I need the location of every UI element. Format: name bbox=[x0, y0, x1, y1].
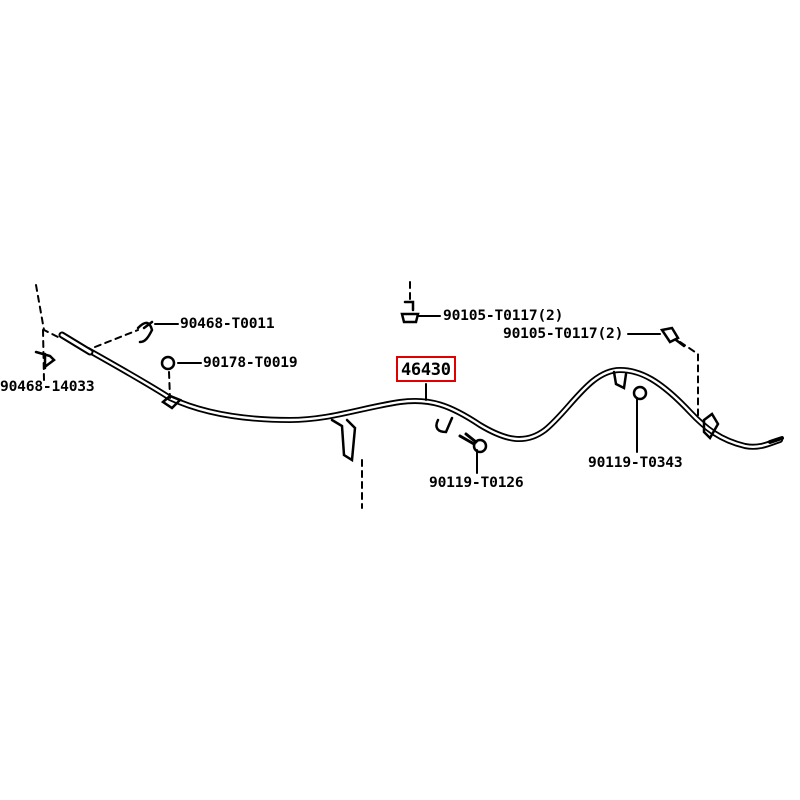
grommet-icon bbox=[702, 412, 720, 441]
main-part-highlight[interactable]: 46430 bbox=[396, 356, 456, 382]
callout-90468-14033[interactable]: 90468-14033 bbox=[0, 378, 95, 395]
callout-90105-T0117-right[interactable]: 90105-T0117(2) bbox=[503, 325, 624, 342]
bracket-icon bbox=[160, 394, 183, 410]
bracket-icon bbox=[612, 370, 628, 390]
clip-icon bbox=[136, 320, 154, 344]
bolt-icon bbox=[458, 432, 478, 446]
callout-90105-T0117-top[interactable]: 90105-T0117(2) bbox=[443, 307, 564, 324]
clip-icon bbox=[34, 350, 56, 370]
main-part-number: 46430 bbox=[401, 360, 451, 380]
cable-end bbox=[768, 436, 784, 444]
callout-90468-T0011[interactable]: 90468-T0011 bbox=[180, 315, 275, 332]
bolt-icon bbox=[400, 300, 420, 324]
bolt-icon bbox=[632, 385, 648, 401]
callout-90119-T0126[interactable]: 90119-T0126 bbox=[429, 474, 524, 491]
nut-icon bbox=[160, 355, 176, 371]
clip-icon bbox=[435, 416, 454, 434]
bracket-icon bbox=[330, 418, 357, 463]
bolt-icon bbox=[659, 326, 686, 348]
callout-90119-T0343[interactable]: 90119-T0343 bbox=[588, 454, 683, 471]
callout-90178-T0019[interactable]: 90178-T0019 bbox=[203, 354, 298, 371]
